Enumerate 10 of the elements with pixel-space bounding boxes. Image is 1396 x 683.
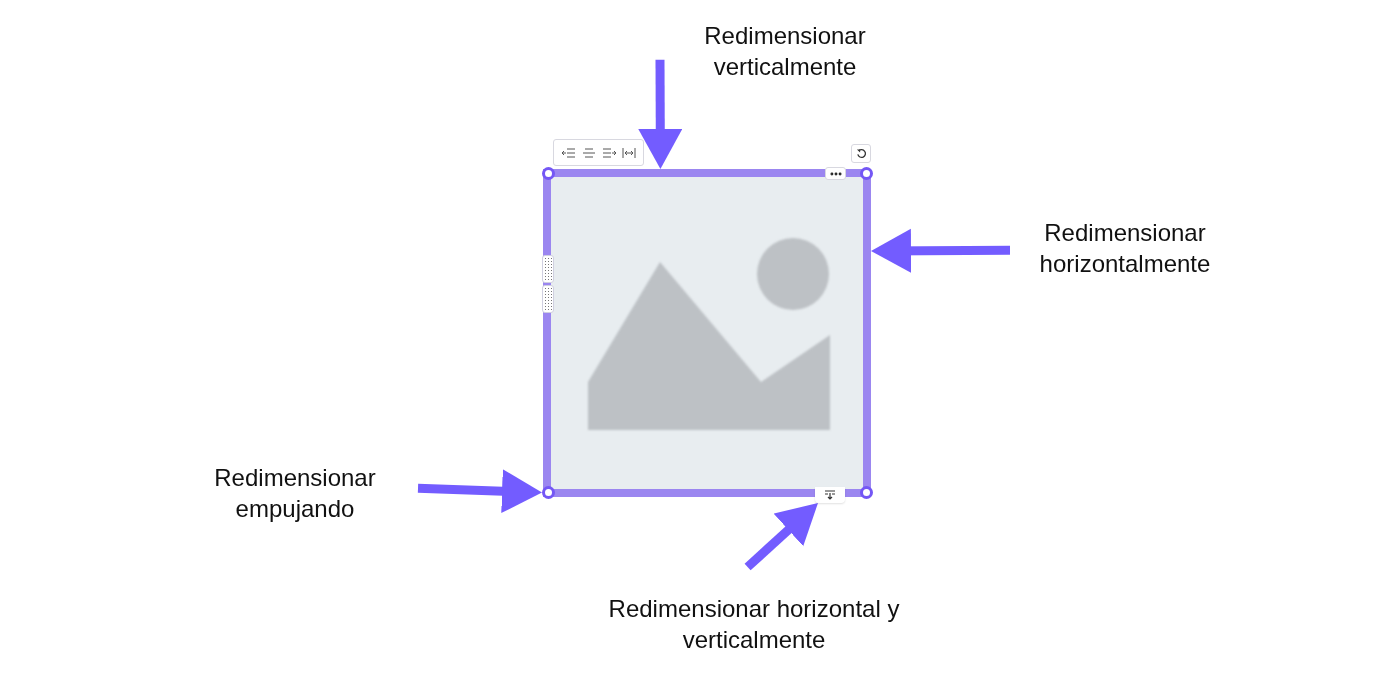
annotation-text: Redimensionar horizontal y verticalmente: [607, 594, 901, 655]
arrow: [638, 59, 683, 169]
arrow: [871, 228, 1011, 273]
annotation-text: Redimensionar empujando: [213, 463, 377, 524]
annotation-text: Redimensionar horizontalmente: [1038, 218, 1212, 279]
arrow: [417, 469, 542, 514]
annotation-text: Redimensionar verticalmente: [703, 21, 867, 82]
resize-tab: [815, 487, 845, 503]
arrow: [744, 503, 818, 571]
image-frame: [543, 169, 871, 497]
